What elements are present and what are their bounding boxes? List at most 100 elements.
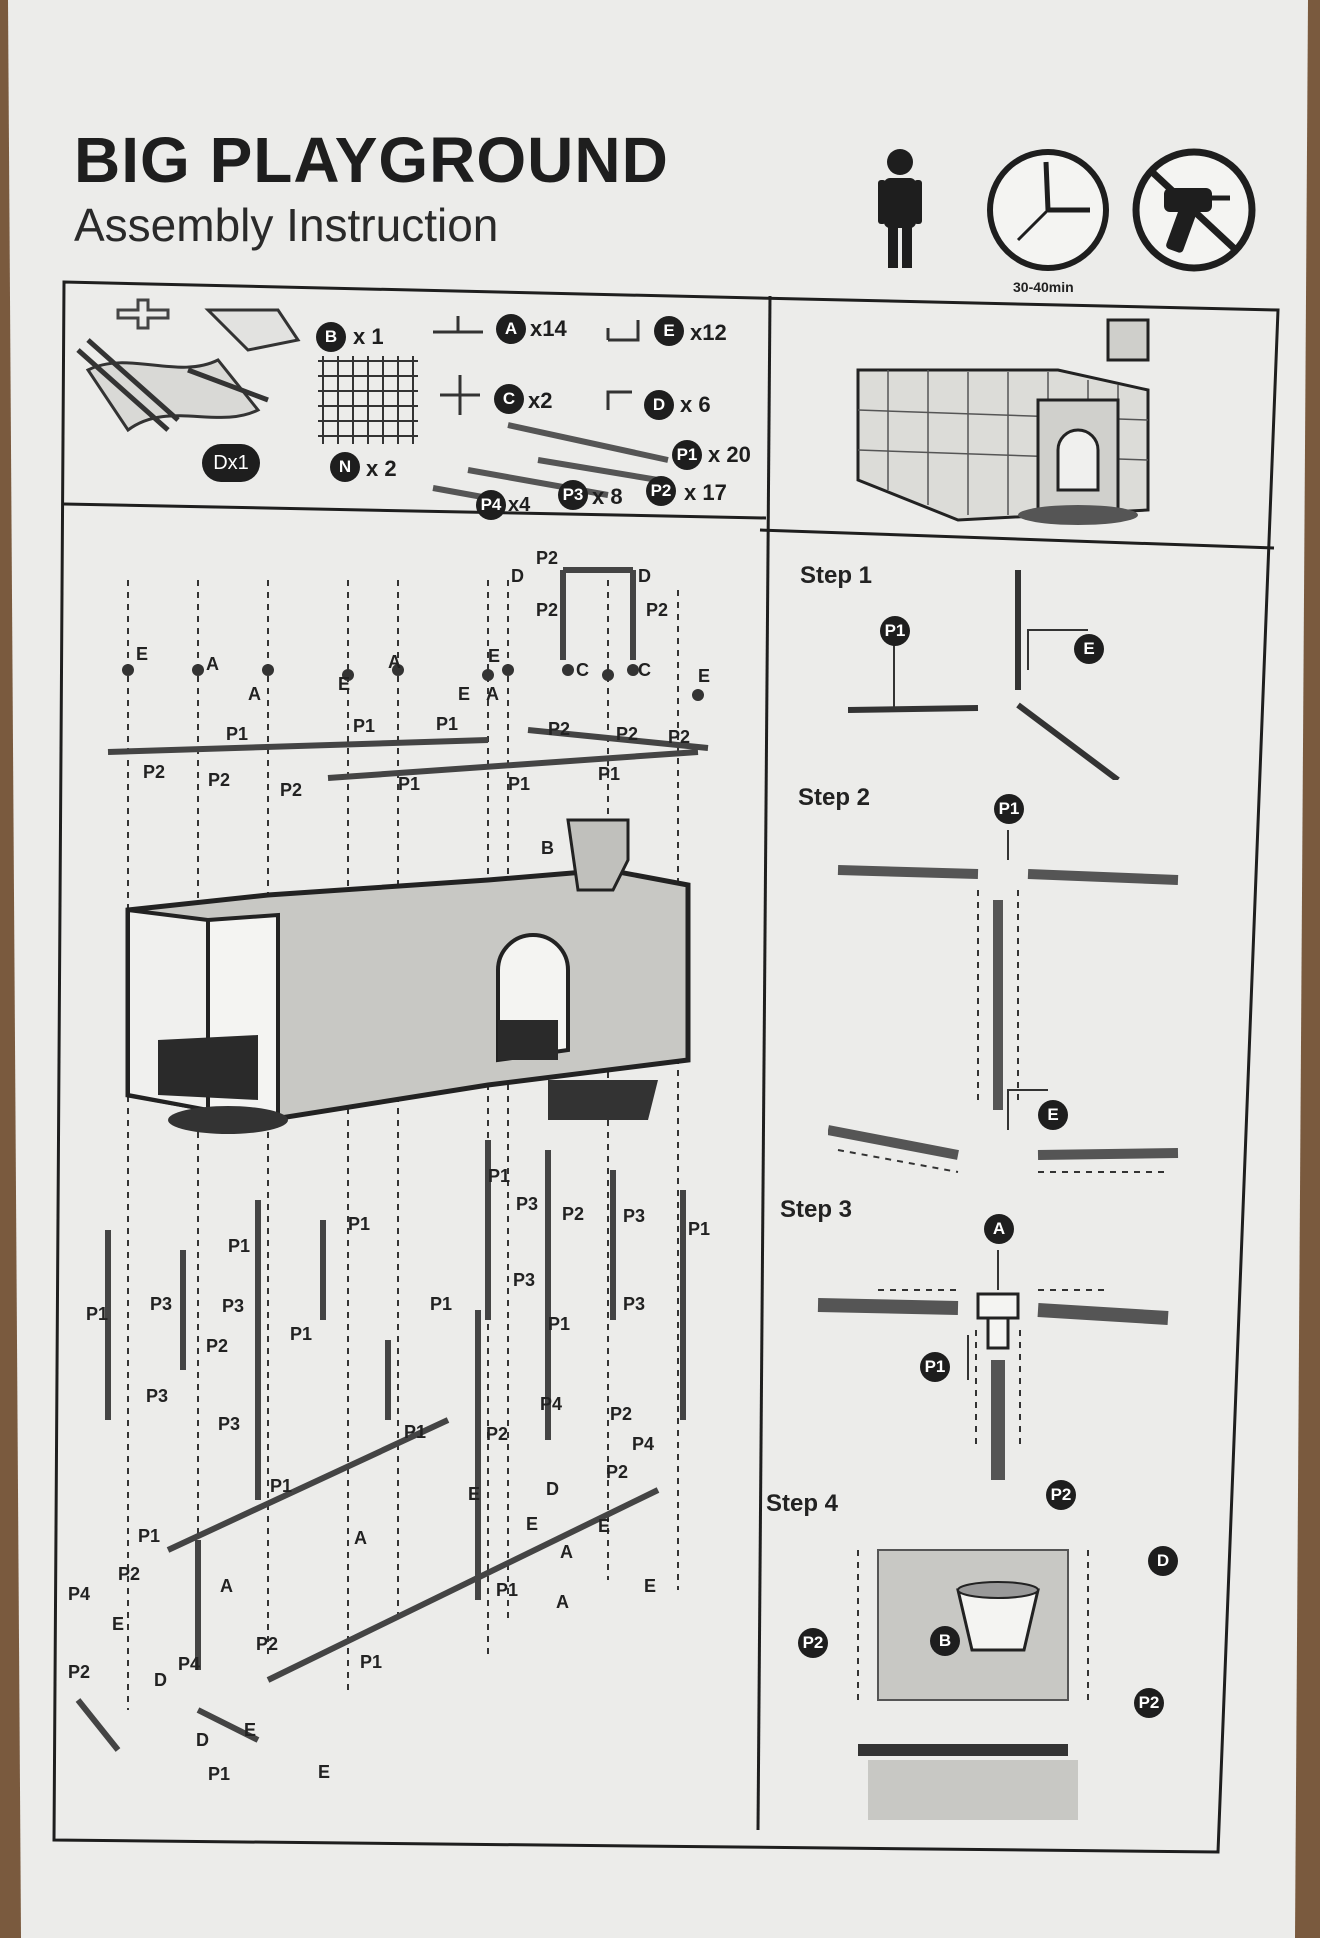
diagram-label: E: [112, 1614, 124, 1634]
diagram-label: A: [354, 1528, 367, 1548]
pole-p2-badge: P2: [646, 476, 676, 506]
diagram-label: P1: [228, 1236, 250, 1256]
diagram-label: E: [488, 646, 500, 666]
diagram-label: P1: [290, 1324, 312, 1344]
pole-p4-badge: P4: [476, 490, 506, 520]
diagram-label: D: [154, 1670, 167, 1690]
diagram-label: P1: [138, 1526, 160, 1546]
diagram-label: P2: [68, 1662, 90, 1682]
diagram-label: P3: [150, 1294, 172, 1314]
p1-badge: P1: [994, 794, 1024, 824]
diagram-label: P4: [632, 1434, 654, 1454]
slide-icon: [76, 298, 301, 433]
diagram-label: E: [458, 684, 470, 704]
diagram-label: A: [220, 1576, 233, 1596]
diagram-label: E: [338, 674, 350, 694]
time-label: 30-40min: [1013, 279, 1074, 295]
p2-badge: P2: [1046, 1480, 1076, 1510]
no-drill-icon: [1132, 148, 1256, 272]
diagram-label: A: [560, 1542, 573, 1562]
diagram-label: E: [136, 644, 148, 664]
diagram-label: C: [576, 660, 589, 680]
diagram-label: P3: [516, 1194, 538, 1214]
diagram-label: P2: [280, 780, 302, 800]
diagram-label: P3: [623, 1206, 645, 1226]
step-title: Step 2: [798, 784, 871, 811]
diagram-label: P4: [68, 1584, 90, 1604]
diagram-label: E: [318, 1762, 330, 1782]
connector-a-qty: x14: [530, 316, 567, 341]
connector-d-badge: D: [644, 390, 674, 420]
b-badge: B: [930, 1626, 960, 1656]
pole-p4-qty: x4: [508, 494, 531, 516]
connector-a-badge: A: [496, 314, 526, 344]
p1-badge: P1: [920, 1352, 950, 1382]
diagram-label: P2: [206, 1336, 228, 1356]
diagram-label: D: [638, 566, 651, 586]
pole-p2-qty: x 17: [684, 480, 727, 505]
clock-icon: [987, 149, 1109, 271]
diagram-label: P1: [508, 774, 530, 794]
diagram-label: A: [388, 652, 401, 672]
diagram-label: P1: [488, 1166, 510, 1186]
diagram-label: P2: [646, 600, 668, 620]
diagram-label: P1: [688, 1219, 710, 1239]
connector-d-qty: x 6: [680, 392, 711, 417]
diagram-label: E: [526, 1514, 538, 1534]
diagram-label: E: [644, 1576, 656, 1596]
diagram-label: P1: [353, 716, 375, 736]
diagram-label: A: [248, 684, 261, 704]
net-badge: N: [330, 452, 360, 482]
diagram-label: P2: [256, 1634, 278, 1654]
e-badge: E: [1038, 1100, 1068, 1130]
diagram-label: E: [698, 666, 710, 686]
diagram-label: D: [546, 1479, 559, 1499]
overview-illustration: [856, 318, 1150, 525]
person-icon: [878, 149, 922, 268]
diagram-label: P3: [218, 1414, 240, 1434]
diagram-label: P3: [623, 1294, 645, 1314]
exploded-assembly-diagram: P2 D D P2 P2 C C E A A E A E A E E P1 P1…: [68, 548, 710, 1784]
net-qty: x 2: [366, 456, 397, 481]
page-subtitle: Assembly Instruction: [74, 199, 499, 251]
pole-p3-qty: x 8: [592, 484, 623, 509]
step-1-illustration: [848, 570, 1120, 780]
connector-c-qty: x2: [528, 388, 553, 413]
diagram-label: P4: [540, 1394, 562, 1414]
diagram-label: P1: [226, 724, 248, 744]
step-3-illustration: [817, 1250, 1169, 1480]
diagram-label: P1: [598, 764, 620, 784]
diagram-label: A: [556, 1592, 569, 1612]
diagram-label: P2: [616, 724, 638, 744]
pole-p1-badge: P1: [672, 440, 702, 470]
step-4-illustration: [857, 1549, 1089, 1820]
diagram-label: P2: [606, 1462, 628, 1482]
basket-badge: B: [316, 322, 346, 352]
header-icons: 30-40min: [878, 148, 1256, 295]
diagram-label: P1: [404, 1422, 426, 1442]
diagram-label: P2: [486, 1424, 508, 1444]
diagram-label: P1: [270, 1476, 292, 1496]
diagram-label: P3: [146, 1386, 168, 1406]
pole-p3-badge: P3: [558, 480, 588, 510]
diagram-label: P1: [86, 1304, 108, 1324]
diagram-label: P1: [398, 774, 420, 794]
instruction-sheet: BIG PLAYGROUND Assembly Instruction 30-4…: [8, 0, 1308, 1938]
step-title: Step 1: [800, 562, 873, 589]
diagram-label: D: [511, 566, 524, 586]
diagram-label: E: [244, 1720, 256, 1740]
diagram-label: P1: [548, 1314, 570, 1334]
diagram-label: P2: [118, 1564, 140, 1584]
diagram-label: P3: [513, 1270, 535, 1290]
diagram-label: P2: [143, 762, 165, 782]
diagram-label: P4: [178, 1654, 200, 1674]
step-title: Step 3: [780, 1196, 853, 1223]
connector-e-qty: x12: [690, 320, 727, 345]
p2-badge: P2: [798, 1628, 828, 1658]
diagram-label: E: [468, 1484, 480, 1504]
diagram-label: P2: [536, 600, 558, 620]
frame-lines: [52, 280, 1280, 1854]
diagram-label: D: [196, 1730, 209, 1750]
diagram-label: P2: [548, 719, 570, 739]
diagram-label: P2: [610, 1404, 632, 1424]
